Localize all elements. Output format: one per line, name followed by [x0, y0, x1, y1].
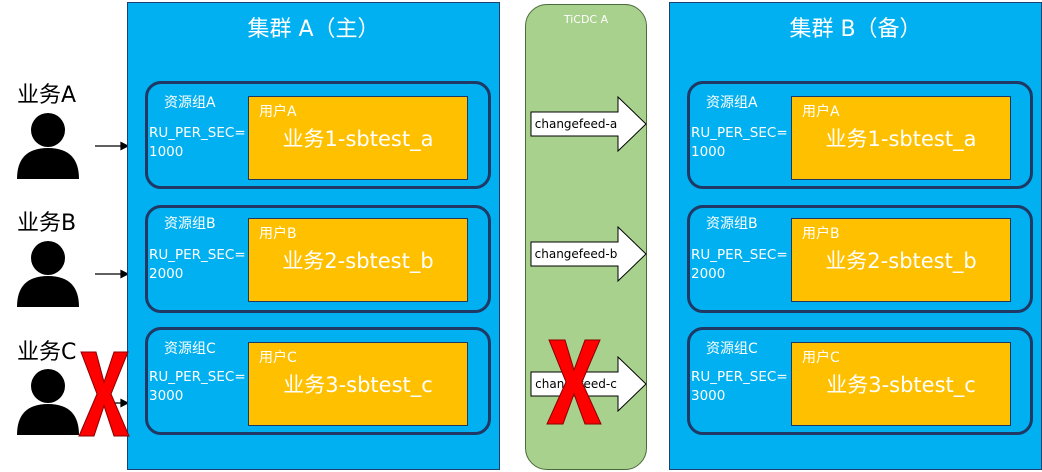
resource-group-a: 资源组A RU_PER_SEC=1000 用户A 业务1-sbtest_a	[145, 81, 491, 189]
user-label: 用户A	[259, 104, 297, 120]
business-label: 业务2-sbtest_b	[825, 249, 977, 273]
blocked-cross-icon	[78, 351, 130, 437]
user-box: 用户B 业务2-sbtest_b	[248, 218, 468, 302]
changefeed-a-arrow: changefeed-a	[530, 96, 647, 152]
user-label: 用户B	[802, 226, 840, 242]
ru-per-sec-label: RU_PER_SEC=2000	[149, 247, 246, 282]
resource-group-c: 资源组C RU_PER_SEC=3000 用户C 业务3-sbtest_c	[687, 327, 1033, 435]
arrow-icon	[95, 141, 130, 408]
ru-per-sec-label: RU_PER_SEC=3000	[149, 369, 246, 404]
changefeed-label: changefeed-b	[535, 247, 618, 261]
ticdc-title: TiCDC A	[563, 13, 609, 26]
ru-per-sec-label: RU_PER_SEC=3000	[691, 369, 788, 404]
ru-per-sec-label: RU_PER_SEC=1000	[691, 125, 788, 160]
resource-group-label: 资源组A	[164, 95, 216, 111]
cluster-b-title: 集群 B（备）	[789, 17, 922, 42]
business-label: 业务3-sbtest_c	[826, 373, 976, 397]
person-arrows	[95, 141, 130, 408]
cluster-a: 集群 A（主） 资源组A RU_PER_SEC=1000 用户A 业务1-sbt…	[127, 2, 500, 470]
user-box: 用户C 业务3-sbtest_c	[791, 342, 1011, 426]
person-label: 业务C	[17, 340, 77, 365]
resource-group-a: 资源组A RU_PER_SEC=1000 用户A 业务1-sbtest_a	[687, 81, 1033, 189]
user-label: 用户B	[259, 226, 297, 242]
resource-group-label: 资源组B	[164, 216, 216, 232]
blocked-cross-icon	[546, 339, 602, 425]
cluster-a-title: 集群 A（主）	[247, 17, 380, 42]
business-label: 业务1-sbtest_a	[825, 127, 977, 151]
person-icon	[17, 113, 79, 179]
person-label: 业务B	[17, 211, 77, 236]
cluster-b: 集群 B（备） 资源组A RU_PER_SEC=1000 用户A 业务1-sbt…	[669, 2, 1042, 470]
business-label: 业务1-sbtest_a	[282, 127, 434, 151]
ru-per-sec-label: RU_PER_SEC=2000	[691, 247, 788, 282]
ru-per-sec-label: RU_PER_SEC=1000	[149, 125, 246, 160]
resource-group-label: 资源组C	[706, 341, 758, 357]
person-icon	[17, 369, 79, 435]
resource-group-c: 资源组C RU_PER_SEC=3000 用户C 业务3-sbtest_c	[145, 327, 491, 435]
resource-group-label: 资源组B	[706, 216, 758, 232]
user-label: 用户C	[259, 350, 297, 366]
resource-group-label: 资源组A	[706, 95, 758, 111]
person-label: 业务A	[17, 83, 77, 108]
user-box: 用户A 业务1-sbtest_a	[791, 96, 1011, 180]
user-label: 用户A	[802, 104, 840, 120]
business-label: 业务2-sbtest_b	[282, 249, 434, 273]
person-icon	[17, 241, 79, 307]
resource-group-b: 资源组B RU_PER_SEC=2000 用户B 业务2-sbtest_b	[687, 205, 1033, 313]
user-box: 用户A 业务1-sbtest_a	[248, 96, 468, 180]
user-box: 用户B 业务2-sbtest_b	[791, 218, 1011, 302]
user-label: 用户C	[802, 350, 840, 366]
resource-group-label: 资源组C	[164, 341, 216, 357]
user-box: 用户C 业务3-sbtest_c	[248, 342, 468, 426]
changefeed-label: changefeed-a	[535, 117, 617, 131]
changefeed-b-arrow: changefeed-b	[530, 226, 647, 282]
business-label: 业务3-sbtest_c	[283, 373, 433, 397]
resource-group-b: 资源组B RU_PER_SEC=2000 用户B 业务2-sbtest_b	[145, 205, 491, 313]
